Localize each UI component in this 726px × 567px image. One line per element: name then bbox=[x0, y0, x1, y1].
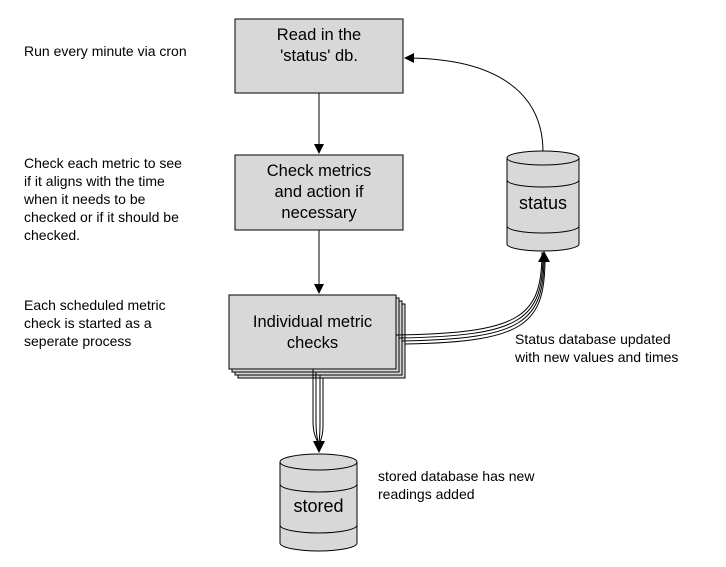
note-check-each: Check each metric to see if it aligns wi… bbox=[24, 155, 182, 243]
stored-db-label: stored bbox=[293, 496, 344, 516]
individual-checks-label: Individual metric checks bbox=[252, 313, 373, 352]
stored-db-cylinder bbox=[279, 453, 358, 552]
status-db-cylinder bbox=[506, 150, 580, 252]
arrow-status-to-read bbox=[404, 53, 544, 153]
note-scheduled: Each scheduled metric check is started a… bbox=[24, 297, 166, 349]
check-metrics-box bbox=[234, 154, 404, 231]
arrowhead-into-status bbox=[538, 251, 550, 262]
status-db-label: status bbox=[518, 193, 568, 213]
connector-individual-to-status bbox=[395, 251, 546, 345]
check-metrics-label: Check metrics and action if necessary bbox=[266, 162, 372, 222]
read-status-label: Read in the 'status' db. bbox=[276, 26, 362, 65]
note-cron: Run every minute via cron bbox=[24, 43, 187, 59]
note-status-updated: Status database updated with new values … bbox=[515, 331, 679, 365]
note-stored-added: stored database has new readings added bbox=[378, 468, 535, 502]
connector-individual-to-stored bbox=[312, 369, 324, 447]
read-status-box bbox=[234, 18, 404, 94]
arrowhead-into-stored bbox=[313, 441, 325, 453]
